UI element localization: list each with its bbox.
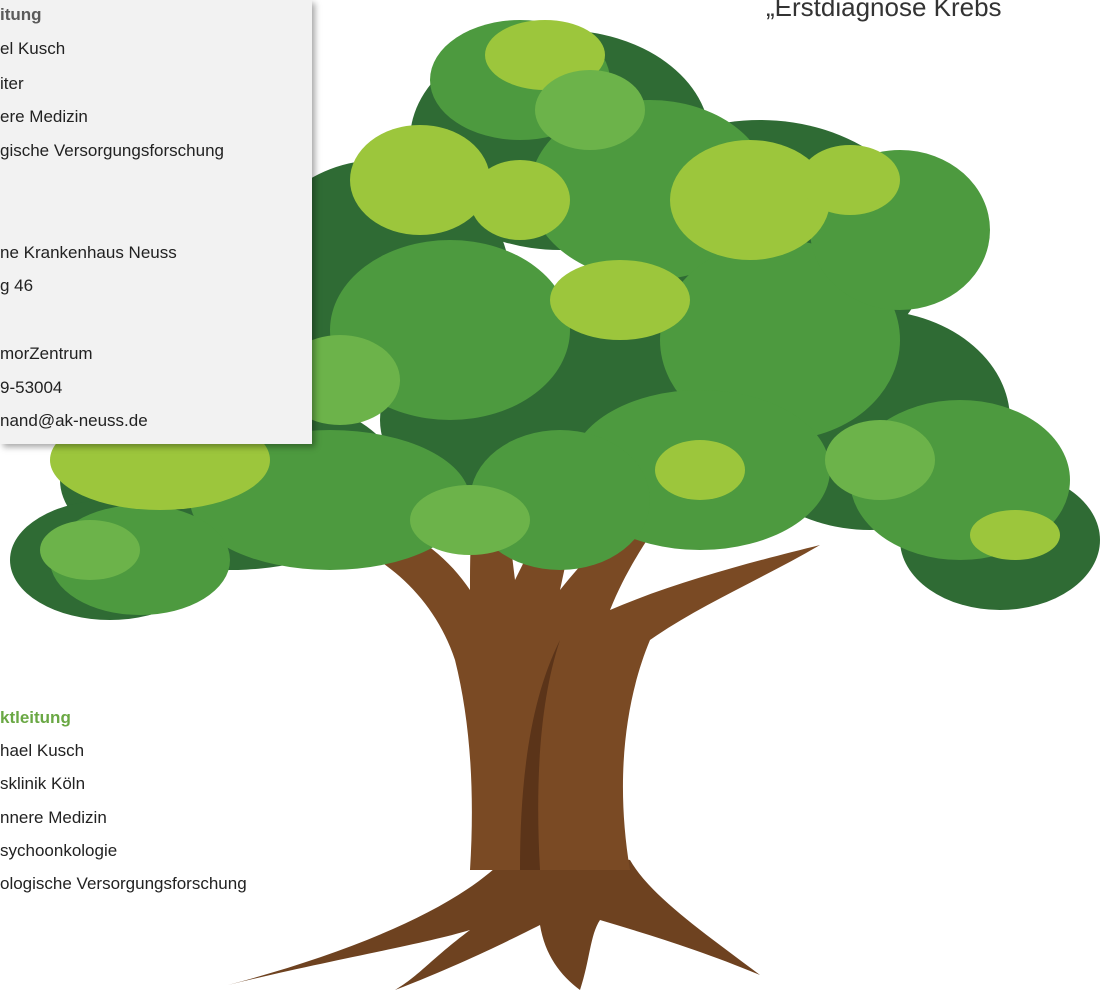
contact-card-line: iter bbox=[0, 74, 24, 93]
contact-card-line: ere Medizin bbox=[0, 107, 88, 126]
contact-card-line: gische Versorgungsforschung bbox=[0, 141, 224, 160]
project-lead-line: hael Kusch bbox=[0, 741, 85, 760]
project-lead-line: sklinik Köln bbox=[0, 774, 86, 793]
page-headline: „Erstdiagnose Krebs bbox=[766, 0, 1002, 22]
project-lead-line: nnere Medizin bbox=[0, 808, 107, 827]
contact-card-line: morZentrum bbox=[0, 344, 93, 363]
project-lead-line: ologische Versorgungsforschung bbox=[0, 874, 247, 893]
contact-card-line: el Kusch bbox=[0, 39, 66, 58]
tree-roots bbox=[228, 840, 760, 990]
contact-card-email: nand@ak-neuss.de bbox=[0, 411, 148, 430]
project-lead-heading: ktleitung bbox=[0, 708, 71, 727]
tree-foliage bbox=[10, 20, 1100, 620]
contact-card-line: ne Krankenhaus Neuss bbox=[0, 243, 177, 262]
contact-card-line: 9-53004 bbox=[0, 378, 63, 397]
contact-card: itung el Kusch iter ere Medizin gische V… bbox=[0, 0, 312, 444]
contact-card-heading: itung bbox=[0, 5, 42, 24]
contact-card-line: g 46 bbox=[0, 276, 34, 295]
project-lead-line: sychoonkologie bbox=[0, 841, 118, 860]
